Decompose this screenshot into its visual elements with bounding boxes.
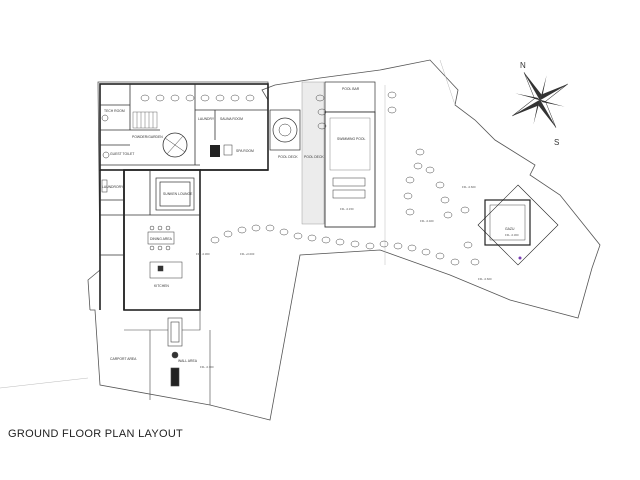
- spiral-stair: [162, 132, 188, 158]
- level-garden-1: FFL -0.600: [462, 185, 476, 189]
- kitchen-island: [149, 261, 183, 279]
- house-walls: [99, 83, 269, 311]
- terrain-lines: [0, 59, 456, 389]
- level-garden-3: FFL -0.300: [196, 252, 210, 256]
- label-pool-deck-1: POOL DECK: [278, 155, 298, 159]
- label-tech-room: TECH ROOM: [104, 109, 125, 113]
- label-sunken-lounge: SUNKEN LOUNGE: [163, 192, 193, 196]
- staircase: [132, 111, 158, 129]
- label-sauna-room: SAUNA ROOM: [220, 117, 243, 121]
- label-laundrory: LAUNDRORY: [102, 185, 124, 189]
- label-laundry: LAUNDRY: [198, 117, 215, 121]
- compass-south-label: S: [554, 138, 559, 147]
- pool-area: [269, 81, 376, 228]
- toilet-fixtures: [101, 114, 110, 193]
- label-dining-area: DINING AREA: [150, 237, 173, 241]
- level-gazebo: FFL -0.300: [505, 233, 519, 237]
- level-pool: FFL -0.150: [340, 207, 354, 211]
- level-carport: FFL -0.300: [200, 365, 214, 369]
- label-wall-area: WALL AREA: [178, 359, 198, 363]
- spa-fixtures: [210, 144, 233, 157]
- level-garden-2: FFL -0.400: [420, 219, 434, 223]
- compass-north-label: N: [520, 61, 526, 70]
- label-guest-toilet: GUEST TOILET: [110, 152, 134, 156]
- level-garden-4: FFL -0.600: [478, 277, 492, 281]
- interior-walls: [100, 84, 268, 256]
- dining-table: [147, 225, 175, 251]
- gazebo: [477, 184, 559, 266]
- label-swimming-pool: SWIMMING POOL: [337, 137, 366, 141]
- label-spa-room: SPA ROOM: [236, 149, 254, 153]
- label-gazebo: GAZU: [505, 227, 515, 231]
- label-powder-room: POWDER/GARDEN: [132, 135, 163, 139]
- label-kitchen: KITCHEN: [154, 284, 169, 288]
- carport: [124, 310, 211, 405]
- north-compass: [512, 72, 568, 128]
- label-pool-bar: POOL BAR: [342, 87, 360, 91]
- level-main: FFL +0.000: [240, 252, 255, 256]
- label-pool-deck-2: POOL DECK: [304, 155, 324, 159]
- label-carport-area: CARPORT AREA: [110, 357, 137, 361]
- plan-caption: GROUND FLOOR PLAN LAYOUT: [8, 428, 184, 440]
- lounge-sofa: [155, 177, 195, 211]
- landscape-stones: [140, 91, 480, 266]
